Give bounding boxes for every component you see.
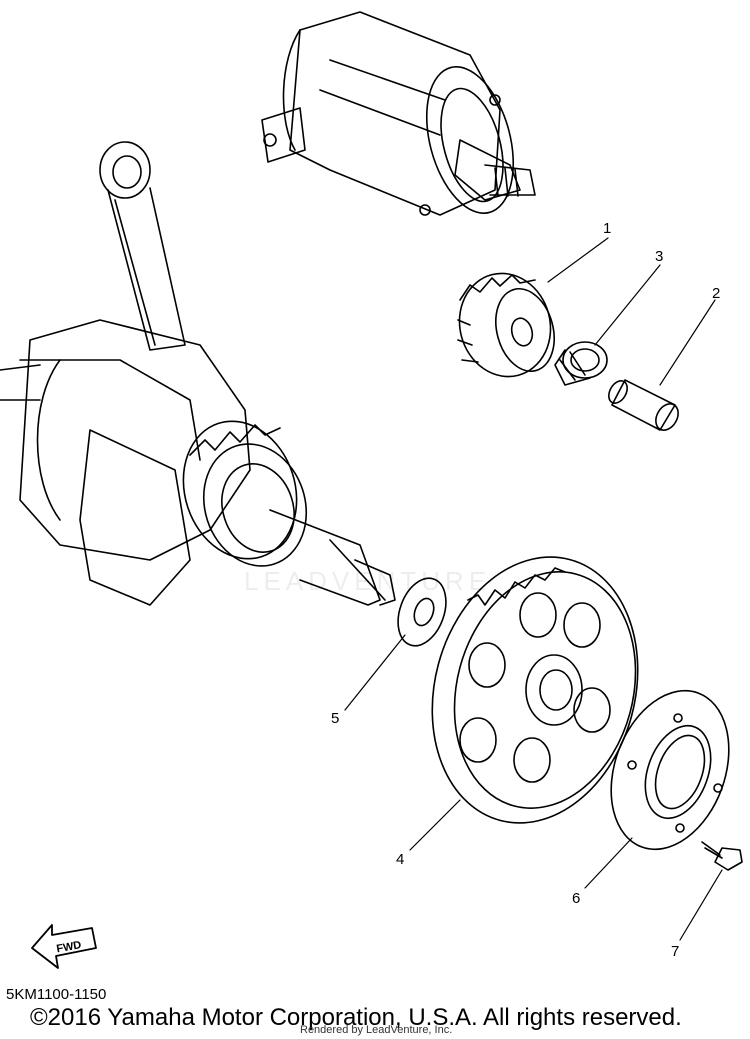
starter-idle-gear xyxy=(457,272,555,378)
washer xyxy=(397,577,447,647)
callout-6: 6 xyxy=(572,890,580,907)
watermark: LEADVENTURE xyxy=(244,566,492,596)
one-way-clutch xyxy=(610,689,730,851)
leader-lines xyxy=(344,237,723,941)
callout-4: 4 xyxy=(396,851,404,868)
callout-5: 5 xyxy=(331,710,339,727)
fwd-label: FWD xyxy=(56,939,83,955)
fwd-arrow-icon: FWD xyxy=(31,924,97,969)
callout-1: 1 xyxy=(603,220,611,237)
starter-motor xyxy=(261,11,536,216)
crankshaft xyxy=(0,141,396,606)
copyright-notice: ©2016 Yamaha Motor Corporation, U.S.A. A… xyxy=(30,1004,682,1031)
callout-3: 3 xyxy=(655,248,663,265)
diagram-code: 5KM1100-1150 xyxy=(6,986,107,1003)
starter-wheel-gear xyxy=(431,556,639,824)
idle-gear-shaft xyxy=(608,379,679,431)
callout-2: 2 xyxy=(712,285,720,302)
rendered-by-credit: Rendered by LeadVenture, Inc. xyxy=(300,1024,453,1036)
callout-7: 7 xyxy=(671,943,679,960)
bolt xyxy=(701,841,743,871)
needle-bearing xyxy=(554,341,608,386)
